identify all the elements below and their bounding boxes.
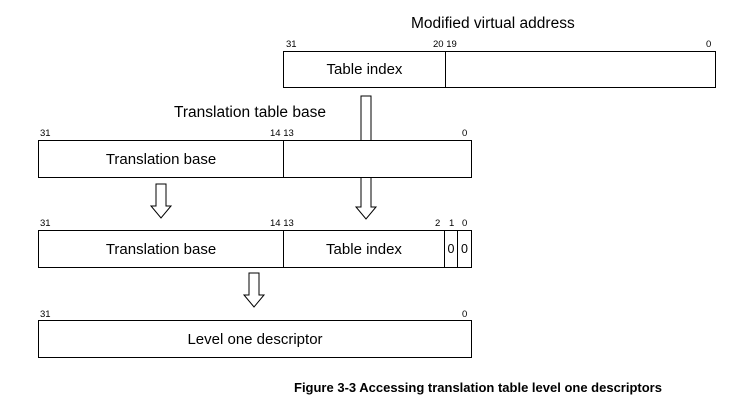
arrow-descriptor (242, 272, 266, 308)
result-bit-31: 31 (40, 218, 51, 229)
ttb-translation-base-field: Translation base (39, 141, 284, 177)
ttb-bit-0: 0 (462, 128, 468, 139)
result-bit-1: 1 (449, 218, 455, 229)
ttb-bit-14-13: 14 13 (270, 128, 294, 139)
mva-bit-20-19: 20 19 (433, 39, 457, 50)
result-bit-14-13: 14 13 (270, 218, 294, 229)
result-bit-0: 0 (462, 218, 468, 229)
figure-caption: Figure 3-3 Accessing translation table l… (294, 380, 662, 395)
mva-title: Modified virtual address (411, 15, 575, 32)
mva-bit-0: 0 (706, 39, 712, 50)
result-translation-base-field: Translation base (39, 231, 284, 267)
arrow-translation-base (149, 183, 173, 219)
result-bit1-field: 0 (445, 231, 458, 267)
ttb-unused-field (284, 141, 471, 177)
result-bit-2: 2 (435, 218, 441, 229)
mva-offset-field (446, 52, 715, 87)
descriptor-register: Level one descriptor (38, 320, 472, 358)
descriptor-label: Level one descriptor (187, 330, 323, 348)
mva-table-index-field: Table index (284, 52, 446, 87)
descriptor-bit-0: 0 (462, 309, 468, 320)
result-bit0-field: 0 (461, 242, 468, 256)
mva-bit-31: 31 (286, 39, 297, 50)
ttb-title: Translation table base (174, 104, 326, 121)
ttb-bit-31: 31 (40, 128, 51, 139)
mva-register: Table index (283, 51, 716, 88)
result-register: Translation base Table index 0 0 (38, 230, 472, 268)
descriptor-bit-31: 31 (40, 309, 51, 320)
ttb-register: Translation base (38, 140, 472, 178)
result-table-index-field: Table index (284, 231, 445, 267)
